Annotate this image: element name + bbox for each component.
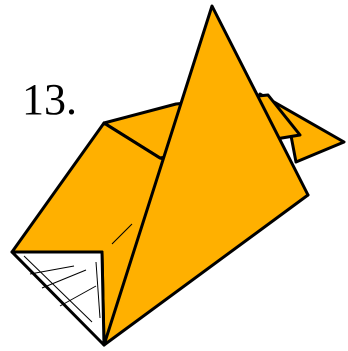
white-pocket (12, 252, 104, 345)
